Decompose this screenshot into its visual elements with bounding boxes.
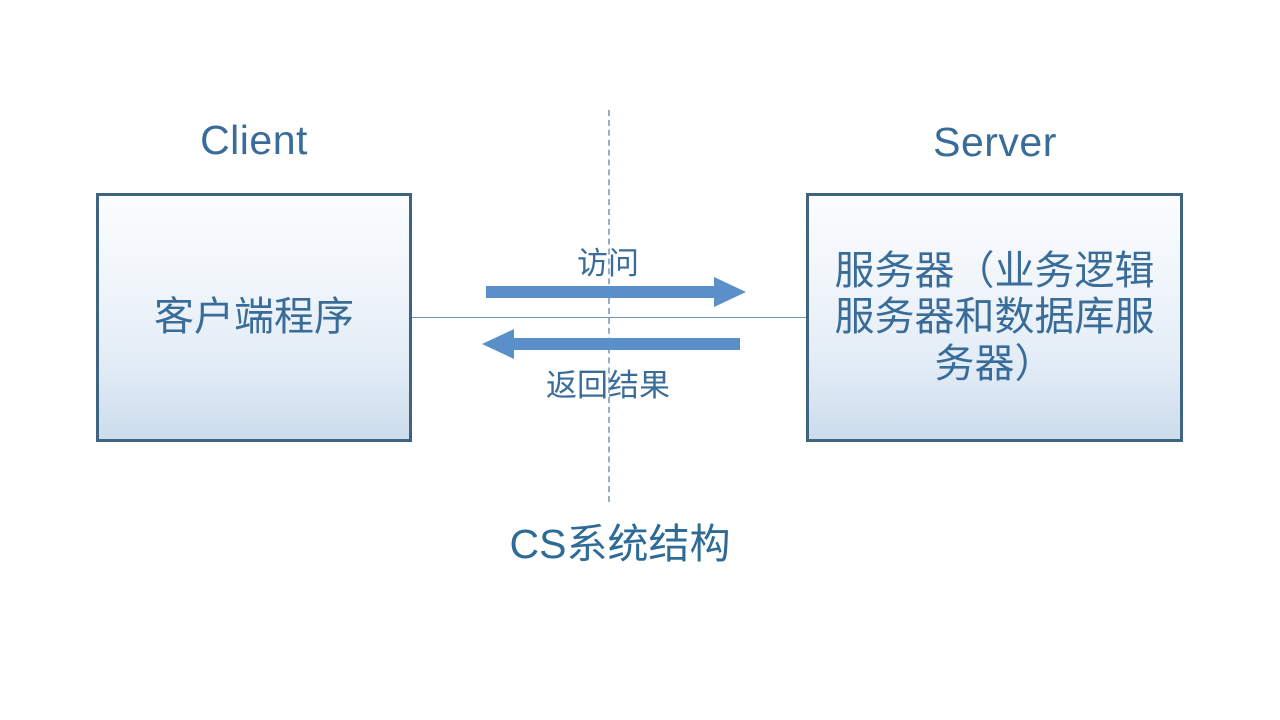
figure-caption: CS系统结构 (509, 521, 731, 567)
response-arrow-left-icon (482, 329, 740, 359)
client-side-caption: Client (200, 117, 308, 163)
client-node-box[interactable]: 客户端程序 (96, 193, 412, 442)
response-arrow-label: 返回结果 (546, 368, 670, 403)
server-node-label: 服务器（业务逻辑服务器和数据库服务器） (834, 248, 1155, 386)
client-node-label: 客户端程序 (154, 295, 354, 340)
server-side-caption: Server (933, 119, 1057, 165)
vertical-dashed-divider (608, 110, 610, 502)
request-arrow-label: 访问 (577, 246, 639, 281)
request-arrow-right-icon (486, 277, 746, 307)
server-node-box[interactable]: 服务器（业务逻辑服务器和数据库服务器） (806, 193, 1183, 442)
